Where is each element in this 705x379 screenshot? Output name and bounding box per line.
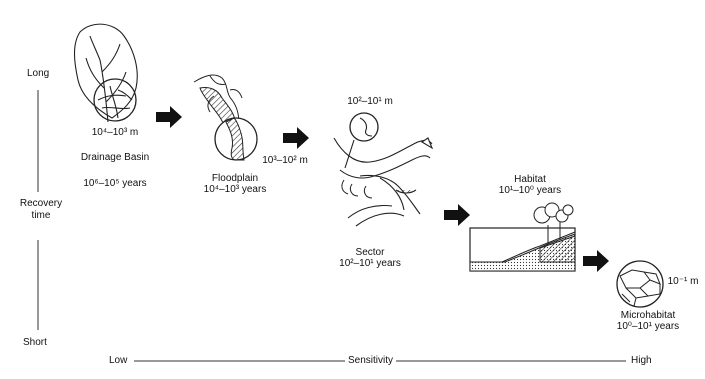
drainage-basin-scale: 10⁴–10³ m [80,127,150,139]
floodplain-scale: 10³–10² m [254,155,316,167]
y-axis-label-long: Long [24,68,52,80]
drainage-basin-time: 10⁶–10⁵ years [75,178,155,190]
y-axis-label-recovery-time: Recovery time [16,198,66,222]
sector-drawing [334,113,432,226]
drainage-basin-name: Drainage Basin [80,152,150,164]
sector-scale: 10²–10¹ m [335,96,405,108]
sector-time: 10²–10¹ years [332,258,408,270]
arrow-2 [283,127,309,149]
microhabitat-scale: 10⁻¹ m [665,276,701,288]
x-axis-label-sensitivity: Sensitivity [345,355,396,367]
x-axis-label-high: High [628,355,655,367]
drainage-basin-drawing [75,24,138,122]
arrow-1 [156,106,182,128]
microhabitat-time: 10⁰–10¹ years [605,321,691,333]
arrow-4 [583,250,609,272]
floodplain-drawing [194,75,257,160]
microhabitat-drawing [617,261,663,307]
floodplain-time: 10⁴–10³ years [195,184,275,196]
arrow-3 [444,204,470,226]
y-axis-label-short: Short [20,337,50,349]
habitat-time: 10¹–10⁰ years [490,185,570,197]
x-axis-label-low: Low [106,355,130,367]
habitat-drawing [470,203,575,271]
